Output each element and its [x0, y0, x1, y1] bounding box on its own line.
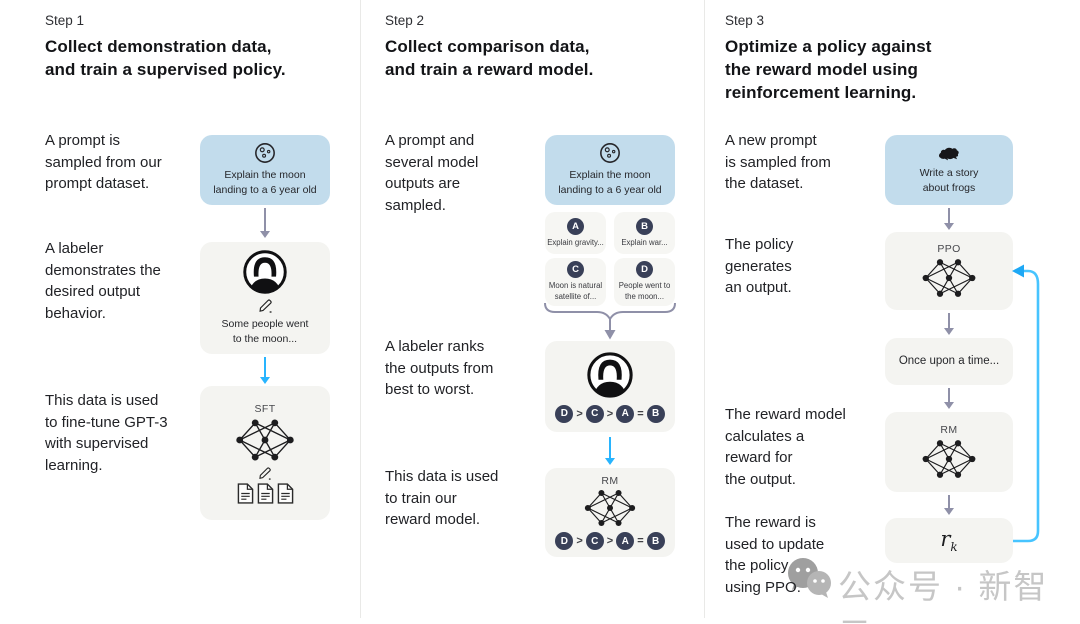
- step1-label: Step 1: [45, 13, 85, 28]
- letter-badge: D: [636, 261, 653, 279]
- step2-label: Step 2: [385, 13, 425, 28]
- document-icon: [237, 482, 254, 504]
- column-divider: [704, 0, 705, 618]
- output-card-a: A Explain gravity...: [545, 212, 606, 254]
- step3-output-box: Once upon a time...: [885, 338, 1013, 385]
- step2-rm-box: RM D > C > A = B: [545, 468, 675, 557]
- step1-title: Collect demonstration data, and train a …: [45, 37, 286, 79]
- step3-rm-box: RM: [885, 412, 1013, 492]
- rm-label: RM: [940, 424, 958, 436]
- letter-badge: B: [636, 217, 653, 235]
- step3-label: Step 3: [725, 13, 765, 28]
- step1-labeler-box: Some people went to the moon...: [200, 242, 330, 354]
- step3-reward-box: rk: [885, 518, 1013, 563]
- ppo-label: PPO: [937, 243, 961, 255]
- step1-prompt-text: Explain the moon landing to a 6 year old: [213, 169, 317, 196]
- ranking-row: D > C > A = B: [555, 532, 665, 550]
- output-card-c: C Moon is natural satellite of...: [545, 258, 606, 306]
- step2-rank-box: D > C > A = B: [545, 341, 675, 432]
- step3-prompt-box: Write a story about frogs: [885, 135, 1013, 205]
- brace-arrow-icon: [543, 303, 677, 341]
- output-card-d: D People went to the moon...: [614, 258, 675, 306]
- step3-caption-policy: The policy generates an output.: [725, 236, 794, 297]
- watermark-text: 公众号 · 新智元: [838, 568, 1049, 624]
- neural-network-icon: [234, 417, 296, 463]
- letter-badge: A: [567, 217, 584, 235]
- neural-network-icon: [920, 257, 978, 299]
- feedback-loop-arrow-icon: [1008, 256, 1058, 548]
- neural-network-icon: [582, 488, 638, 528]
- step3-caption-reward: The reward model calculates a reward for…: [725, 406, 846, 488]
- step1-labeler-text: Some people went to the moon...: [221, 318, 309, 345]
- step1-prompt-box: Explain the moon landing to a 6 year old: [200, 135, 330, 205]
- labeler-avatar-icon: [242, 249, 288, 295]
- step2-caption-rank: A labeler ranks the outputs from best to…: [385, 338, 494, 399]
- step1-caption-prompt: A prompt is sampled from our prompt data…: [45, 132, 162, 193]
- wechat-icon: [786, 556, 834, 602]
- column-divider: [360, 0, 361, 618]
- letter-badge: C: [567, 261, 584, 279]
- document-icon: [257, 482, 274, 504]
- step3-prompt-text: Write a story about frogs: [919, 166, 979, 194]
- sft-label: SFT: [254, 402, 276, 415]
- rm-label: RM: [601, 475, 619, 487]
- output-card-b: B Explain war...: [614, 212, 675, 254]
- down-arrow-icon: [943, 495, 954, 515]
- down-arrow-icon: [943, 313, 954, 335]
- moon-icon: [599, 142, 621, 164]
- step2-title: Collect comparison data, and train a rew…: [385, 37, 594, 79]
- labeler-avatar-icon: [586, 351, 634, 399]
- down-arrow-icon: [943, 208, 954, 230]
- step2-caption-prompt: A prompt and several model outputs are s…: [385, 132, 479, 214]
- step3-ppo-box: PPO: [885, 232, 1013, 310]
- down-arrow-icon: [605, 437, 614, 465]
- reward-value: rk: [940, 526, 958, 555]
- pencil-icon: [257, 466, 273, 480]
- step3-caption-update: The reward is used to update the policy …: [725, 514, 825, 596]
- down-arrow-icon: [260, 357, 269, 384]
- step3-caption-prompt: A new prompt is sampled from the dataset…: [725, 132, 831, 193]
- documents-row: [237, 482, 294, 504]
- frog-icon: [937, 145, 961, 162]
- down-arrow-icon: [259, 208, 270, 238]
- step1-sft-box: SFT: [200, 386, 330, 520]
- moon-icon: [254, 142, 276, 164]
- ranking-row: D > C > A = B: [555, 404, 665, 423]
- neural-network-icon: [920, 438, 978, 480]
- step2-prompt-text: Explain the moon landing to a 6 year old: [558, 169, 662, 196]
- step3-title: Optimize a policy against the reward mod…: [725, 37, 932, 102]
- down-arrow-icon: [943, 388, 954, 409]
- step2-caption-train: This data is used to train our reward mo…: [385, 468, 499, 529]
- step1-caption-finetune: This data is used to fine-tune GPT-3 wit…: [45, 392, 168, 474]
- step3-output-text: Once upon a time...: [898, 355, 1000, 368]
- document-icon: [277, 482, 294, 504]
- pencil-icon: [257, 298, 274, 313]
- step1-caption-labeler: A labeler demonstrates the desired outpu…: [45, 240, 161, 322]
- step2-prompt-box: Explain the moon landing to a 6 year old: [545, 135, 675, 205]
